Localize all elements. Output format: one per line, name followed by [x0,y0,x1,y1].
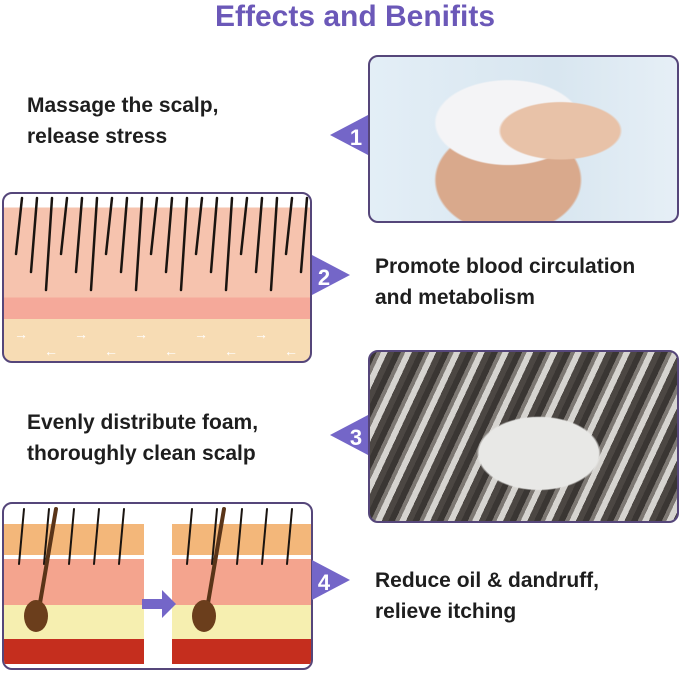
hair-strand [119,196,129,274]
hair-strand [261,508,268,565]
svg-text:1: 1 [350,125,362,150]
hair-strand [179,196,189,292]
step-4-line2: relieve itching [375,600,517,623]
step-2-line2: and metabolism [375,286,535,309]
before-after-scalp-illustration [2,502,313,670]
step-4-text: Reduce oil & dandruff, relieve itching [375,565,599,627]
step-1-line1: Massage the scalp, [27,94,219,117]
hair-follicle [192,600,216,632]
hair-strand [37,507,58,611]
hair-strand [29,196,39,274]
svg-text:2: 2 [318,265,330,290]
step-3-line2: thoroughly clean scalp [27,442,256,465]
hair-strand [43,508,50,565]
svg-text:3: 3 [350,425,362,450]
hair-strand [194,196,204,256]
step-2-text: Promote blood circulation and metabolism [375,251,635,313]
flow-arrow: → [254,326,268,342]
flow-arrow: ← [284,343,298,359]
hair-strand [269,196,279,292]
hair-strand [104,196,114,256]
hair-strand [149,196,159,256]
step-3-line1: Evenly distribute foam, [27,411,259,434]
step-2-marker: 2 [312,255,350,295]
hair-strand [211,508,218,565]
hair-strand [284,196,294,256]
page-title: Effects and Benifits [214,0,496,33]
hair-strand [74,196,84,274]
flow-arrow: ← [104,343,118,359]
hair-strand [299,196,309,274]
hair-strand [164,196,174,274]
hair-strand [93,508,100,565]
hair-strand [209,196,219,274]
hair-strand [186,508,193,565]
flow-arrow: → [194,326,208,342]
hair-strand [59,196,69,256]
step-3-marker: 3 [330,415,368,455]
hair-follicle [24,600,48,632]
hair-strand [89,196,99,292]
hair-strand [44,196,54,292]
flow-arrow: → [74,326,88,342]
hair-strand [118,508,125,565]
step-3-text: Evenly distribute foam, thoroughly clean … [27,407,258,469]
hair-strand [205,507,226,611]
hair-strand [286,508,293,565]
step-4-line1: Reduce oil & dandruff, [375,569,600,592]
flow-arrow: ← [224,343,238,359]
step-1-marker: 1 [330,115,368,155]
hair-strand [224,196,234,292]
flow-arrow: → [134,326,148,342]
flow-arrow: ← [44,343,58,359]
hair-strand [236,508,243,565]
scalp-circulation-illustration: → ← → ← → ← → ← → ← [2,192,312,363]
svg-text:4: 4 [318,570,331,595]
hair-strand [134,196,144,292]
hair-strand [68,508,75,565]
step-4-marker: 4 [312,560,350,600]
hair-strand [14,196,24,256]
arrow-right-icon [142,590,176,618]
step-2-line1: Promote blood circulation [375,255,636,278]
foamy-hair-photo [368,350,679,523]
step-1-text: Massage the scalp, release stress [27,90,218,152]
hair-strand [18,508,25,565]
flow-arrow: ← [164,343,178,359]
hair-strand [239,196,249,256]
step-1-line2: release stress [27,125,168,148]
shampoo-lather-photo [368,55,679,223]
flow-arrow: → [14,326,28,342]
hair-strand [254,196,264,274]
